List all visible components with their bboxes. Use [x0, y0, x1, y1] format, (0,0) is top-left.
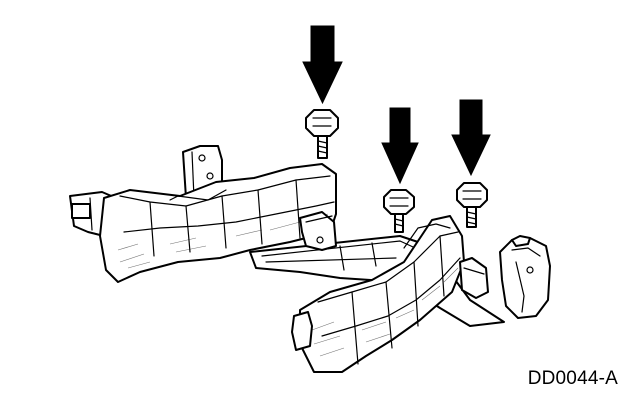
down-arrow-icon [381, 107, 419, 185]
down-arrow-icon [302, 25, 343, 105]
right-rear-bracket [499, 235, 551, 319]
left-rail [99, 163, 337, 283]
bolt-icon [383, 189, 415, 233]
down-arrow-icon [451, 99, 491, 177]
seat-track-assembly [69, 145, 551, 373]
figure-code: DD0044-A [527, 368, 618, 389]
bolt-icon [305, 109, 339, 159]
right-rail [291, 215, 489, 373]
bolt-icon [456, 182, 488, 228]
